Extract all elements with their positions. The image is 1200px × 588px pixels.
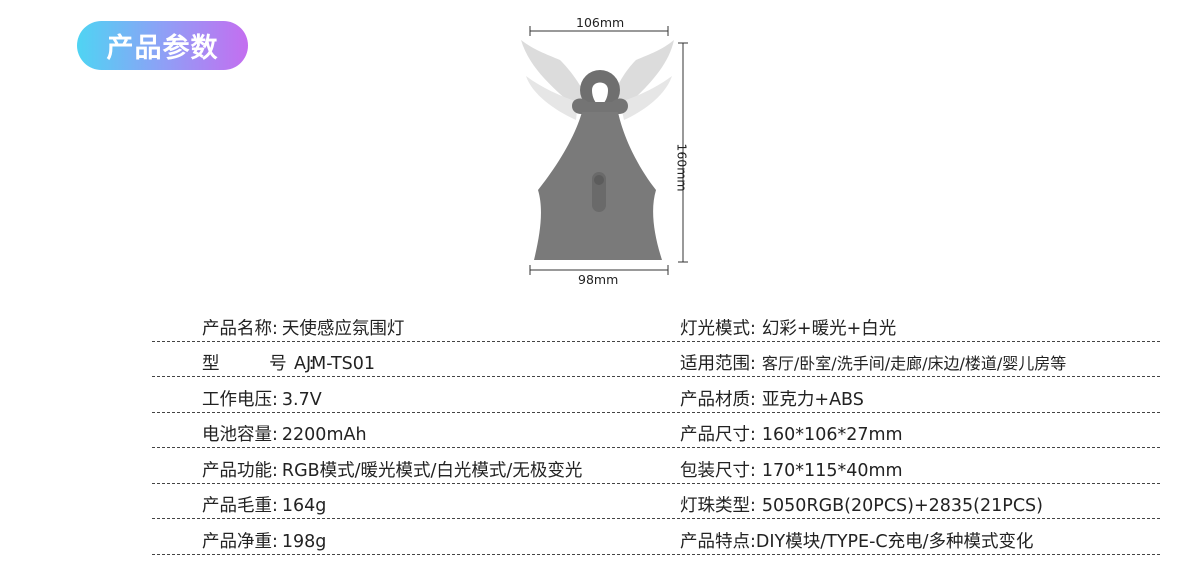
spec-row: 型 号: AJM-TS01 适用范围: 客厅/卧室/洗手间/走廊/床边/楼道/婴… [152,342,1160,377]
spec-value: DIY模块/TYPE-C充电/多种模式变化 [755,531,1034,552]
spec-label: 产品功能: [202,460,278,481]
spec-item: 产品功能: RGB模式/暖光模式/白光模式/无极变光 [202,457,582,482]
spec-value: 170*115*40mm [761,460,903,481]
spec-label: 产品毛重: [202,496,278,516]
spec-label: 包装尺寸: [680,460,756,481]
spec-value: 3.7V [281,389,322,410]
spec-item: 电池容量: 2200mAh [202,421,367,446]
spec-value: 164g [281,496,327,516]
section-title: 产品参数 [106,33,219,64]
section-title-badge: 产品参数 [77,21,248,70]
spec-label: 灯珠类型: [680,496,756,516]
right-wing [610,40,674,110]
spec-row: 产品名称: 天使感应氛围灯 灯光模式: 幻彩+暖光+白光 [152,306,1160,342]
spec-value: 198g [281,531,327,552]
spec-item: 产品净重: 198g [202,528,326,553]
spec-row: 产品净重: 198g 产品特点: DIY模块/TYPE-C充电/多种模式变化 [152,519,1160,555]
spec-label: 产品尺寸: [680,425,756,445]
spec-label: 型 号: [202,354,337,374]
spec-table: 产品名称: 天使感应氛围灯 灯光模式: 幻彩+暖光+白光 型 号: AJM-TS… [152,306,1160,555]
left-wing [521,40,590,110]
spec-row: 电池容量: 2200mAh 产品尺寸: 160*106*27mm [152,413,1160,448]
spec-label: 工作电压: [202,389,278,410]
spec-item: 产品毛重: 164g [202,492,326,517]
height-dimension-label: 160mm [674,143,690,192]
spec-label: 产品净重: [202,531,278,552]
spec-item: 产品名称: 天使感应氛围灯 [202,315,404,340]
spec-label: 产品材质: [680,389,756,410]
spec-item: 产品尺寸: 160*106*27mm [680,421,903,446]
spec-item: 灯珠类型: 5050RGB(20PCS)+2835(21PCS) [680,492,1043,517]
spec-value: 幻彩+暖光+白光 [761,318,897,339]
spec-item: 产品特点: DIY模块/TYPE-C充电/多种模式变化 [680,528,1034,553]
spec-item: 适用范围: 客厅/卧室/洗手间/走廊/床边/楼道/婴儿房等 [680,350,1066,375]
spec-label: 产品名称: [202,318,278,339]
spec-row: 产品功能: RGB模式/暖光模式/白光模式/无极变光 包装尺寸: 170*115… [152,448,1160,484]
spec-row: 工作电压: 3.7V 产品材质: 亚克力+ABS [152,377,1160,413]
angel-face [592,82,608,106]
width-dimension-label: 106mm [576,15,625,30]
spec-row: 产品毛重: 164g 灯珠类型: 5050RGB(20PCS)+2835(21P… [152,484,1160,519]
spec-value: 2200mAh [281,425,367,445]
angel-collar [572,98,628,114]
spec-label: 适用范围: [680,354,756,374]
spec-value: 天使感应氛围灯 [281,318,405,339]
spec-label: 灯光模式: [680,318,756,339]
product-figure: 106mm 98mm 160mm [516,10,706,290]
spec-item: 产品材质: 亚克力+ABS [680,386,864,411]
spec-value: 亚克力+ABS [761,389,864,410]
spec-value: RGB模式/暖光模式/白光模式/无极变光 [281,460,583,481]
spec-value: 客厅/卧室/洗手间/走廊/床边/楼道/婴儿房等 [761,354,1067,373]
spec-item: 工作电压: 3.7V [202,386,322,411]
spec-item: 包装尺寸: 170*115*40mm [680,457,903,482]
spec-label: 电池容量: [202,425,278,445]
spec-value: AJM-TS01 [294,354,376,374]
base-dimension-label: 98mm [578,272,619,287]
angel-lamp-illustration [521,26,688,275]
spec-value: 160*106*27mm [761,425,903,445]
spec-value: 5050RGB(20PCS)+2835(21PCS) [761,496,1043,516]
spec-item: 型 号: AJM-TS01 [202,350,375,375]
spec-label: 产品特点: [680,531,756,552]
spec-item: 灯光模式: 幻彩+暖光+白光 [680,315,896,340]
